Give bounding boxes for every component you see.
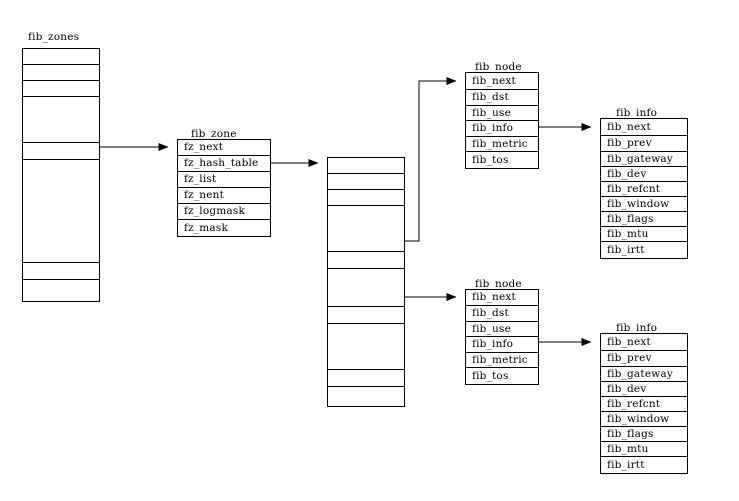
struct-hash_table bbox=[327, 157, 405, 407]
field-fib_node_top-fib_tos: fib_tos bbox=[466, 152, 538, 168]
field-fib_zone-fz_mask: fz_mask bbox=[178, 220, 270, 236]
field-fib_info_top-fib_gateway: fib_gateway bbox=[601, 152, 687, 167]
slot-hash_table-5 bbox=[328, 269, 404, 307]
field-fib_info_top-fib_dev: fib_dev bbox=[601, 167, 687, 182]
field-fib_info_top-fib_refcnt: fib_refcnt bbox=[601, 182, 687, 197]
slot-hash_table-6 bbox=[328, 307, 404, 324]
connector-hash-to-node-top bbox=[405, 77, 457, 242]
slot-fib_zones-0 bbox=[23, 49, 99, 65]
slot-fib_zones-6 bbox=[23, 263, 99, 280]
slot-hash_table-2 bbox=[328, 190, 404, 206]
slot-fib_zones-4 bbox=[23, 143, 99, 160]
field-fib_info_bottom-fib_next: fib_next bbox=[601, 334, 687, 351]
struct-caption-fib_info_top: fib_info bbox=[616, 107, 658, 119]
slot-fib_zones-5 bbox=[23, 160, 99, 263]
struct-caption-fib_info_bottom: fib_info bbox=[616, 322, 658, 334]
field-fib_info_top-fib_next: fib_next bbox=[601, 119, 687, 136]
field-fib_node_top-fib_use: fib_use bbox=[466, 106, 538, 121]
field-fib_zone-fz_next: fz_next bbox=[178, 140, 270, 156]
field-fib_node_bottom-fib_metric: fib_metric bbox=[466, 353, 538, 368]
struct-caption-fib_zone: fib_zone bbox=[191, 128, 237, 140]
field-fib_node_top-fib_next: fib_next bbox=[466, 73, 538, 90]
field-fib_info_bottom-fib_mtu: fib_mtu bbox=[601, 442, 687, 457]
slot-hash_table-9 bbox=[328, 387, 404, 406]
field-fib_info_bottom-fib_refcnt: fib_refcnt bbox=[601, 397, 687, 412]
field-fib_info_bottom-fib_flags: fib_flags bbox=[601, 427, 687, 442]
struct-caption-fib_zones: fib_zones bbox=[28, 31, 80, 43]
field-fib_node_top-fib_metric: fib_metric bbox=[466, 137, 538, 152]
field-fib_node_top-fib_dst: fib_dst bbox=[466, 90, 538, 106]
field-fib_zone-fz_hash_table: fz_hash_table bbox=[178, 156, 270, 172]
field-fib_zone-fz_logmask: fz_logmask bbox=[178, 204, 270, 220]
slot-hash_table-4 bbox=[328, 252, 404, 269]
struct-caption-fib_node_top: fib_node bbox=[475, 61, 522, 73]
field-fib_node_top-fib_info: fib_info bbox=[466, 121, 538, 137]
field-fib_node_bottom-fib_next: fib_next bbox=[466, 290, 538, 306]
slot-hash_table-7 bbox=[328, 324, 404, 370]
field-fib_info_bottom-fib_window: fib_window bbox=[601, 412, 687, 427]
field-fib_node_bottom-fib_info: fib_info bbox=[466, 337, 538, 353]
field-fib_info_bottom-fib_gateway: fib_gateway bbox=[601, 367, 687, 382]
field-fib_info_top-fib_flags: fib_flags bbox=[601, 212, 687, 227]
slot-fib_zones-3 bbox=[23, 97, 99, 143]
struct-caption-fib_node_bottom: fib_node bbox=[475, 278, 522, 290]
field-fib_info_bottom-fib_dev: fib_dev bbox=[601, 382, 687, 397]
slot-fib_zones-2 bbox=[23, 81, 99, 97]
field-fib_node_bottom-fib_dst: fib_dst bbox=[466, 306, 538, 322]
field-fib_info_top-fib_window: fib_window bbox=[601, 197, 687, 212]
field-fib_info_top-fib_prev: fib_prev bbox=[601, 136, 687, 152]
slot-hash_table-1 bbox=[328, 174, 404, 190]
slot-fib_zones-1 bbox=[23, 65, 99, 81]
field-fib_info_bottom-fib_irtt: fib_irtt bbox=[601, 457, 687, 473]
slot-hash_table-0 bbox=[328, 158, 404, 174]
field-fib_zone-fz_nent: fz_nent bbox=[178, 188, 270, 204]
slot-hash_table-8 bbox=[328, 370, 404, 387]
field-fib_node_bottom-fib_use: fib_use bbox=[466, 322, 538, 337]
field-fib_zone-fz_list: fz_list bbox=[178, 172, 270, 188]
field-fib_info_top-fib_mtu: fib_mtu bbox=[601, 227, 687, 242]
field-fib_info_top-fib_irtt: fib_irtt bbox=[601, 242, 687, 258]
slot-fib_zones-7 bbox=[23, 280, 99, 301]
field-fib_node_bottom-fib_tos: fib_tos bbox=[466, 368, 538, 384]
struct-fib_zones bbox=[22, 48, 100, 302]
slot-hash_table-3 bbox=[328, 206, 404, 252]
field-fib_info_bottom-fib_prev: fib_prev bbox=[601, 351, 687, 367]
